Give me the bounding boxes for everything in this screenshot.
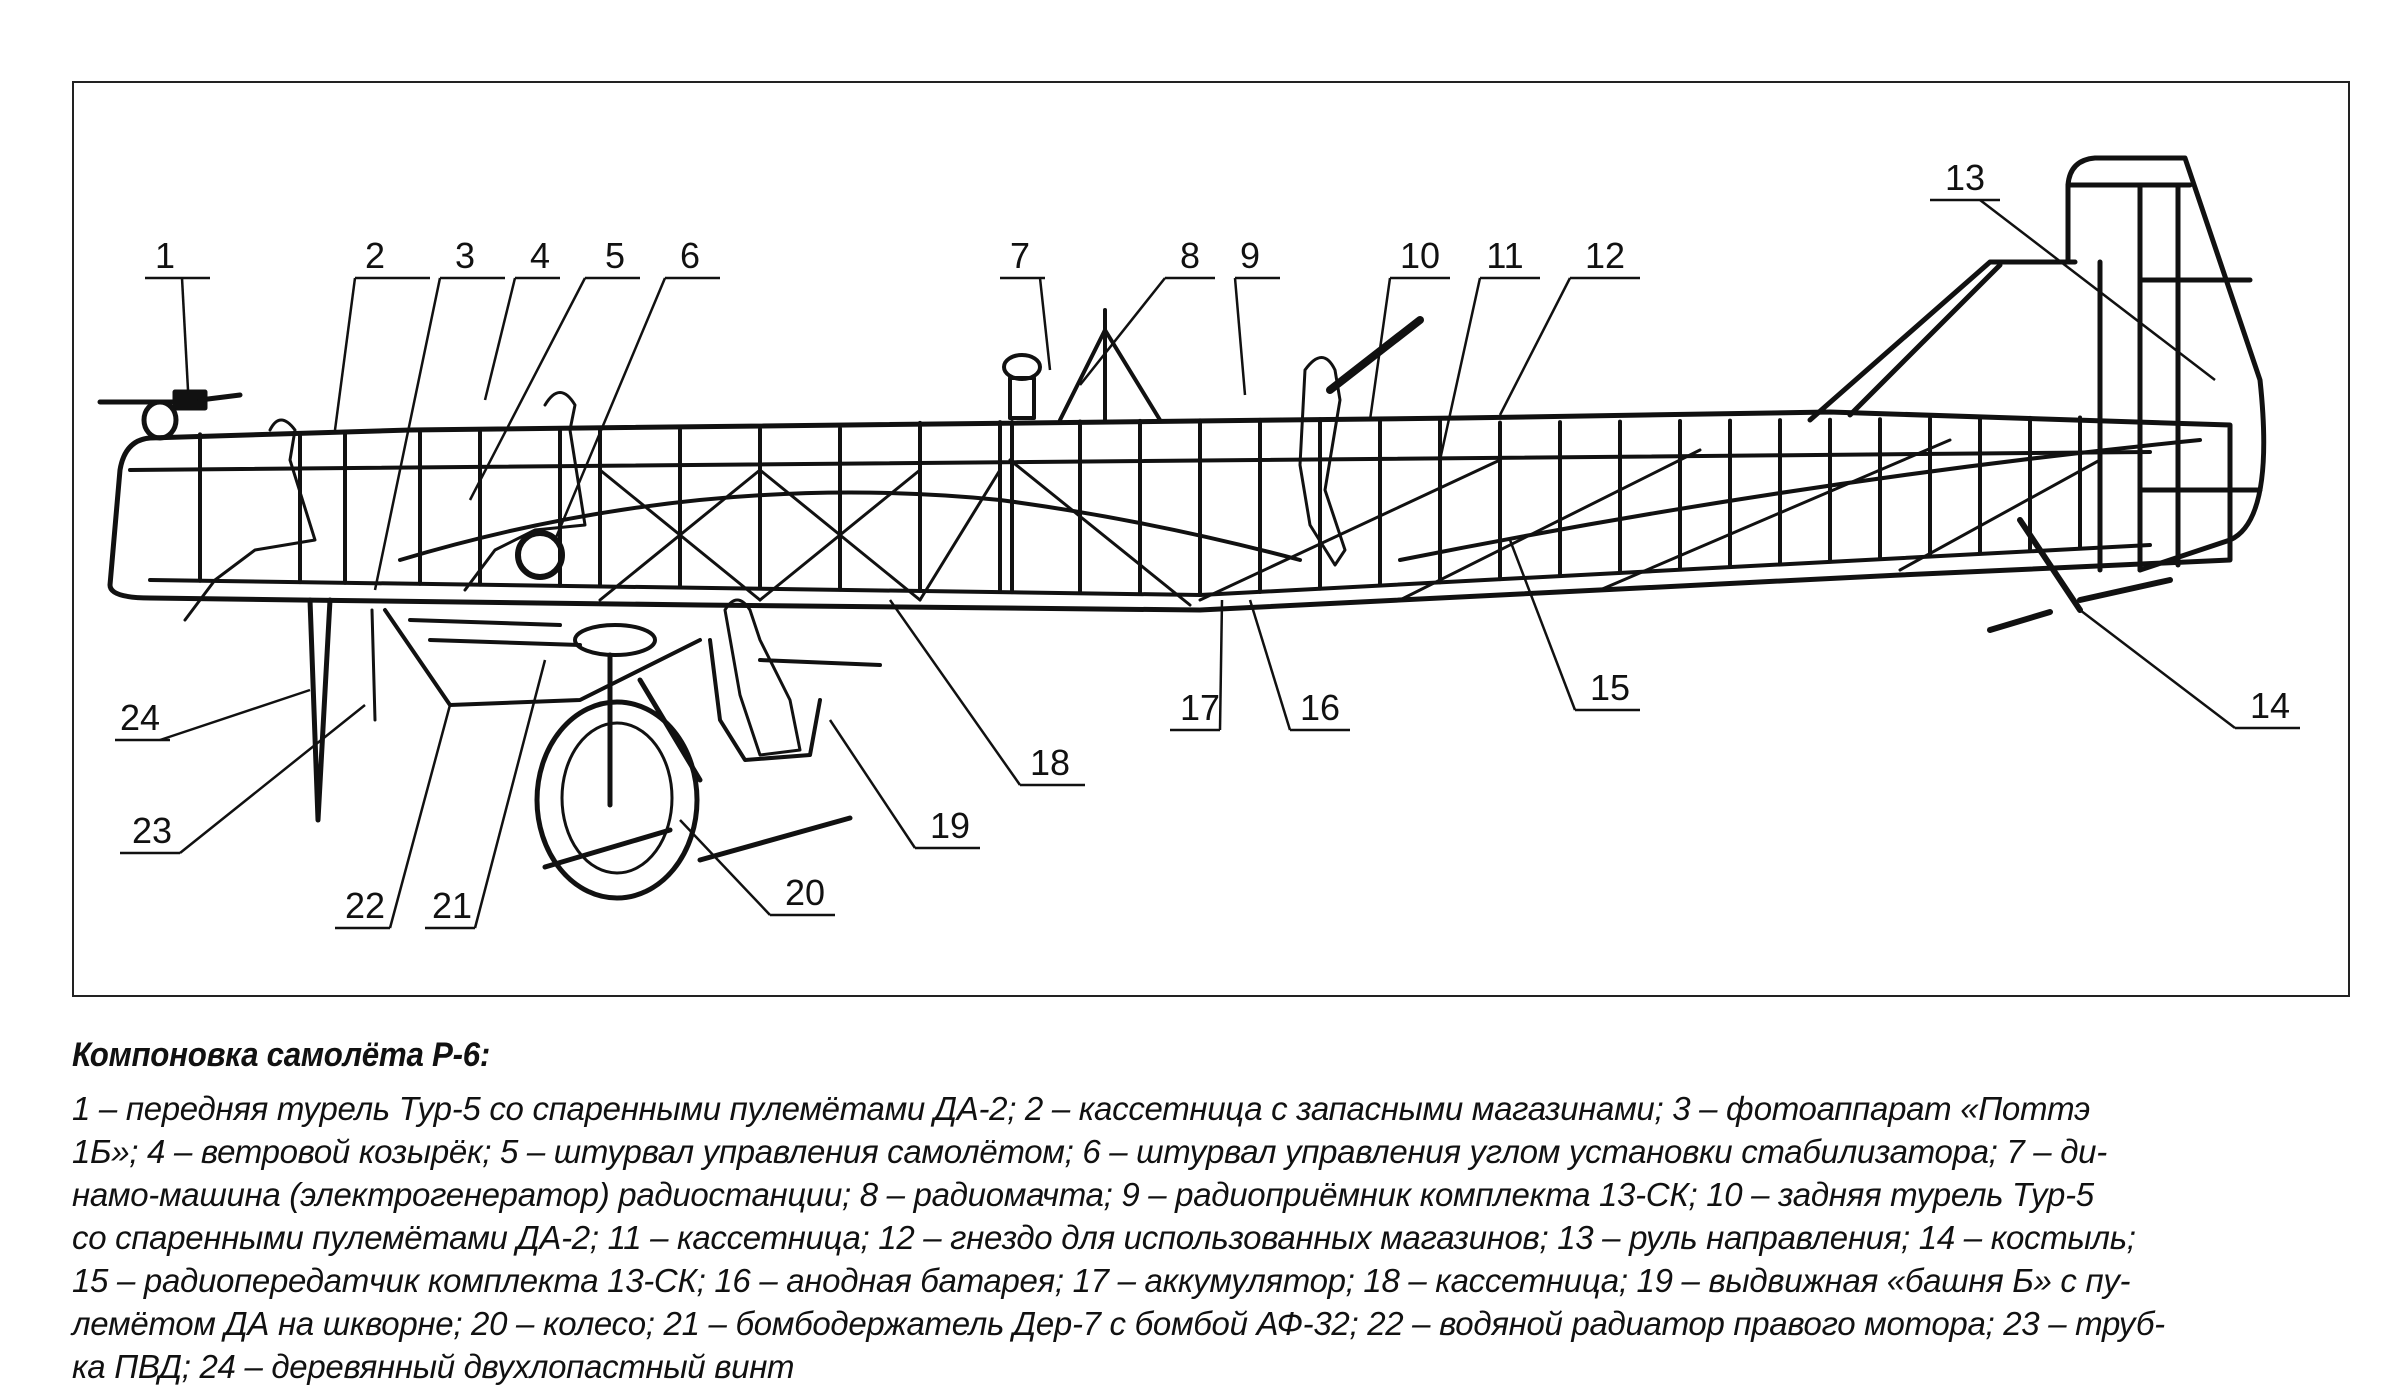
leader-line-4: [483, 277, 517, 401]
caption-title: Компоновка самолёта Р-6:: [72, 1036, 490, 1074]
callout-label-4: 4: [530, 235, 550, 276]
callout-label-24: 24: [120, 697, 160, 738]
radio-mast-generator: [1002, 308, 1162, 422]
callout-label-17: 17: [1180, 687, 1220, 728]
leader-line-19: [828, 719, 917, 849]
leader-line-6: [553, 277, 667, 541]
leader-line-7: [1038, 277, 1052, 371]
callout-label-11: 11: [1486, 235, 1523, 276]
leader-line-9: [1233, 277, 1247, 396]
retractable-tower: [708, 638, 882, 762]
leader-line-2: [333, 277, 357, 431]
callout-label-2: 2: [365, 235, 385, 276]
callout-label-13: 13: [1945, 157, 1985, 198]
fuselage-longerons: [128, 438, 2202, 597]
leader-line-13: [1979, 199, 2216, 381]
callout-label-12: 12: [1585, 235, 1625, 276]
callout-label-22: 22: [345, 885, 385, 926]
callout-label-20: 20: [785, 872, 825, 913]
leader-line-3: [373, 277, 442, 591]
leader-line-22: [388, 704, 452, 929]
caption-body: 1 – передняя турель Тур-5 со спаренными …: [72, 1087, 2362, 1388]
callout-label-18: 18: [1030, 742, 1070, 783]
leader-line-21: [473, 659, 547, 929]
leader-line-12: [1498, 277, 1572, 416]
callout-label-15: 15: [1590, 667, 1630, 708]
caption-line: намо-машина (электрогенератор) радиостан…: [72, 1176, 2094, 1213]
caption-line: 15 – радиопередатчик комплекта 13-СК; 16…: [72, 1262, 2131, 1299]
figure-caption: Компоновка самолёта Р-6: 1 – передняя ту…: [72, 1036, 2362, 1388]
leader-line-1: [180, 277, 190, 391]
leader-line-8: [1079, 277, 1166, 386]
callout-label-9: 9: [1240, 235, 1260, 276]
callout-label-19: 19: [930, 805, 970, 846]
stabilizer-trim-wheel: [515, 530, 565, 580]
leader-line-24: [159, 688, 311, 742]
fuselage-frames: [198, 415, 2082, 597]
callout-label-5: 5: [605, 235, 625, 276]
caption-line: 1 – передняя турель Тур-5 со спаренными …: [72, 1090, 2090, 1127]
leader-line-20: [679, 819, 771, 916]
callout-label-3: 3: [455, 235, 475, 276]
leader-line-14: [2079, 609, 2236, 729]
caption-line: со спаренными пулемётами ДА-2; 11 – касс…: [72, 1219, 2136, 1256]
tail-fin-rudder: [1807, 155, 2267, 573]
callout-label-21: 21: [432, 885, 472, 926]
leader-line-17: [1218, 599, 1224, 731]
bomb: [573, 623, 657, 657]
crew-figures: [183, 356, 1347, 757]
callout-label-7: 7: [1010, 235, 1030, 276]
leader-line-5: [468, 277, 587, 501]
propeller: [307, 597, 333, 823]
rear-turret-gun: [1326, 316, 1424, 394]
leader-line-16: [1248, 599, 1292, 731]
pitot-tube: [370, 608, 377, 722]
leader-lines: [115, 198, 2300, 930]
callout-label-6: 6: [680, 235, 700, 276]
caption-line: ка ПВД; 24 – деревянный двухлопастный ви…: [72, 1348, 795, 1385]
landing-gear: [534, 652, 853, 901]
callout-label-1: 1: [155, 235, 175, 276]
leader-line-11: [1438, 277, 1482, 461]
fuselage-outline: [107, 409, 2233, 613]
front-turret: [97, 389, 243, 441]
tail-skid: [1987, 517, 2173, 633]
callout-label-10: 10: [1400, 235, 1440, 276]
leader-line-23: [179, 704, 366, 854]
caption-line: лемётом ДА на шкворне; 20 – колесо; 21 –…: [72, 1305, 2165, 1342]
callout-label-16: 16: [1300, 687, 1340, 728]
leader-line-15: [1508, 539, 1577, 711]
leader-line-18: [888, 599, 1022, 786]
radiator: [383, 608, 702, 707]
drawing-frame: [72, 81, 2350, 997]
caption-line: 1Б»; 4 – ветровой козырёк; 5 – штурвал у…: [72, 1133, 2107, 1170]
callout-label-14: 14: [2250, 685, 2290, 726]
leader-line-10: [1368, 277, 1392, 421]
fuselage-bracing: [598, 438, 2102, 607]
callout-label-23: 23: [132, 810, 172, 851]
callout-label-8: 8: [1180, 235, 1200, 276]
